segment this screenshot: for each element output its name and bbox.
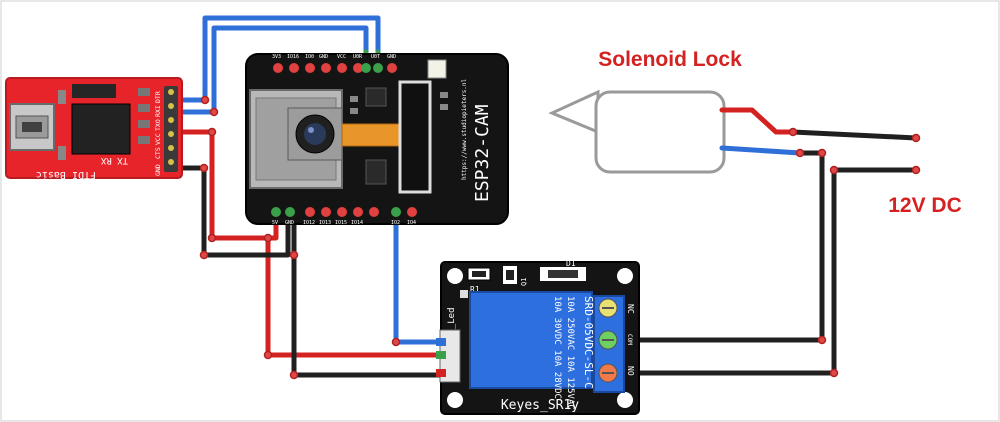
solenoid-lock [548,89,726,174]
esp32-name: ESP32-CAM [472,104,493,202]
wire-gnd-to-relay-gnd [291,211,443,378]
esp32-top-pins [273,63,397,73]
ftdi-regulator [72,84,116,98]
ftdi-pin-labels: GND CTS VCC TXO RXI DTR [154,91,162,176]
wire-solenoid-blue [719,145,803,156]
svg-text:Q1: Q1 [520,278,528,286]
ftdi-name: FTDI Basic [36,169,96,180]
svg-text:IO13: IO13 [319,220,331,226]
power-label: 12V DC [888,194,962,217]
solenoid-label: Solenoid Lock [598,48,742,71]
relay-rating-2: 10A 30VDC 10A 28VDC [552,296,562,399]
svg-text:5V: 5V [272,220,278,226]
svg-text:NC: NC [626,304,635,314]
svg-text:IO14: IO14 [351,220,363,226]
svg-text:IO0: IO0 [305,54,314,60]
wire-solenoid-to-supply [790,129,919,141]
svg-text:IO12: IO12 [303,220,315,226]
esp32-camera-ribbon [341,123,401,147]
relay-model: SRD-05VDC-SL-C [582,296,595,389]
wire-solenoid-red [719,107,796,135]
solenoid-latch [548,89,600,135]
svg-text:3V3: 3V3 [272,54,281,60]
svg-text:D1: D1 [566,259,576,268]
svg-text:IO2: IO2 [391,220,400,226]
relay-name: Keyes_SR1y [501,398,579,413]
ftdi-pin-rxi: RXI [154,105,162,117]
esp32-fpc-connector [398,80,432,194]
svg-text:NO: NO [626,366,635,376]
ftdi-pin-txo: TXO [154,119,162,131]
svg-text:VCC: VCC [337,54,346,60]
esp32-bottom-pins [271,207,417,217]
esp32-cam-board: 3V3 IO16 IO0 GND VCC U0R U0T GND ESP32- [245,53,509,226]
svg-text:GND: GND [319,54,328,60]
ftdi-chip [71,103,131,155]
relay-module: R1 Q1 D1 ON_Led S SRD-05VDC-SL-C 10A 250… [436,259,640,415]
esp32-flash-led [427,59,447,79]
svg-text:COM: COM [626,334,633,345]
relay-body [469,291,593,389]
svg-text:IO15: IO15 [335,220,347,226]
svg-text:IO4: IO4 [407,220,416,226]
svg-text:GND: GND [387,54,396,60]
svg-text:R1: R1 [470,285,480,294]
svg-text:U0T: U0T [371,54,380,60]
ftdi-pin-cts: CTS [154,147,162,159]
wire-io2-to-relay-signal [393,211,443,345]
esp32-top-pin-labels: 3V3 IO16 IO0 GND VCC U0R U0T GND [272,54,396,60]
wire-ftdi-to-esp-u0r [167,25,369,115]
ftdi-pin-gnd: GND [154,164,162,176]
svg-text:IO16: IO16 [287,54,299,60]
wires [167,15,919,378]
ftdi-txrx: TX RX [100,155,128,165]
svg-text:U0R: U0R [353,54,363,60]
esp32-bottom-pin-labels: 5V GND IO12 IO13 IO15 IO14 IO2 IO4 [272,220,416,226]
relay-rating-1: 10A 250VAC 10A 125VAC [565,296,575,410]
wire-supply-to-relay-no [601,167,919,376]
esp32-website: https://www.studiopieters.nl [461,78,468,180]
wire-solenoid-to-relay-com [601,150,825,343]
ftdi-pin-dtr: DTR [154,91,162,103]
wire-joints [199,95,921,380]
relay-led-label: ON_Led [447,307,457,340]
ftdi-pin-vcc: VCC [154,133,162,145]
wire-ftdi-to-esp-u0t [167,15,381,103]
ftdi-header [164,86,178,172]
ftdi-board: GND CTS VCC TXO RXI DTR FTDI Basic TX RX [5,77,183,180]
svg-text:GND: GND [285,220,294,226]
solenoid-body [594,90,726,174]
